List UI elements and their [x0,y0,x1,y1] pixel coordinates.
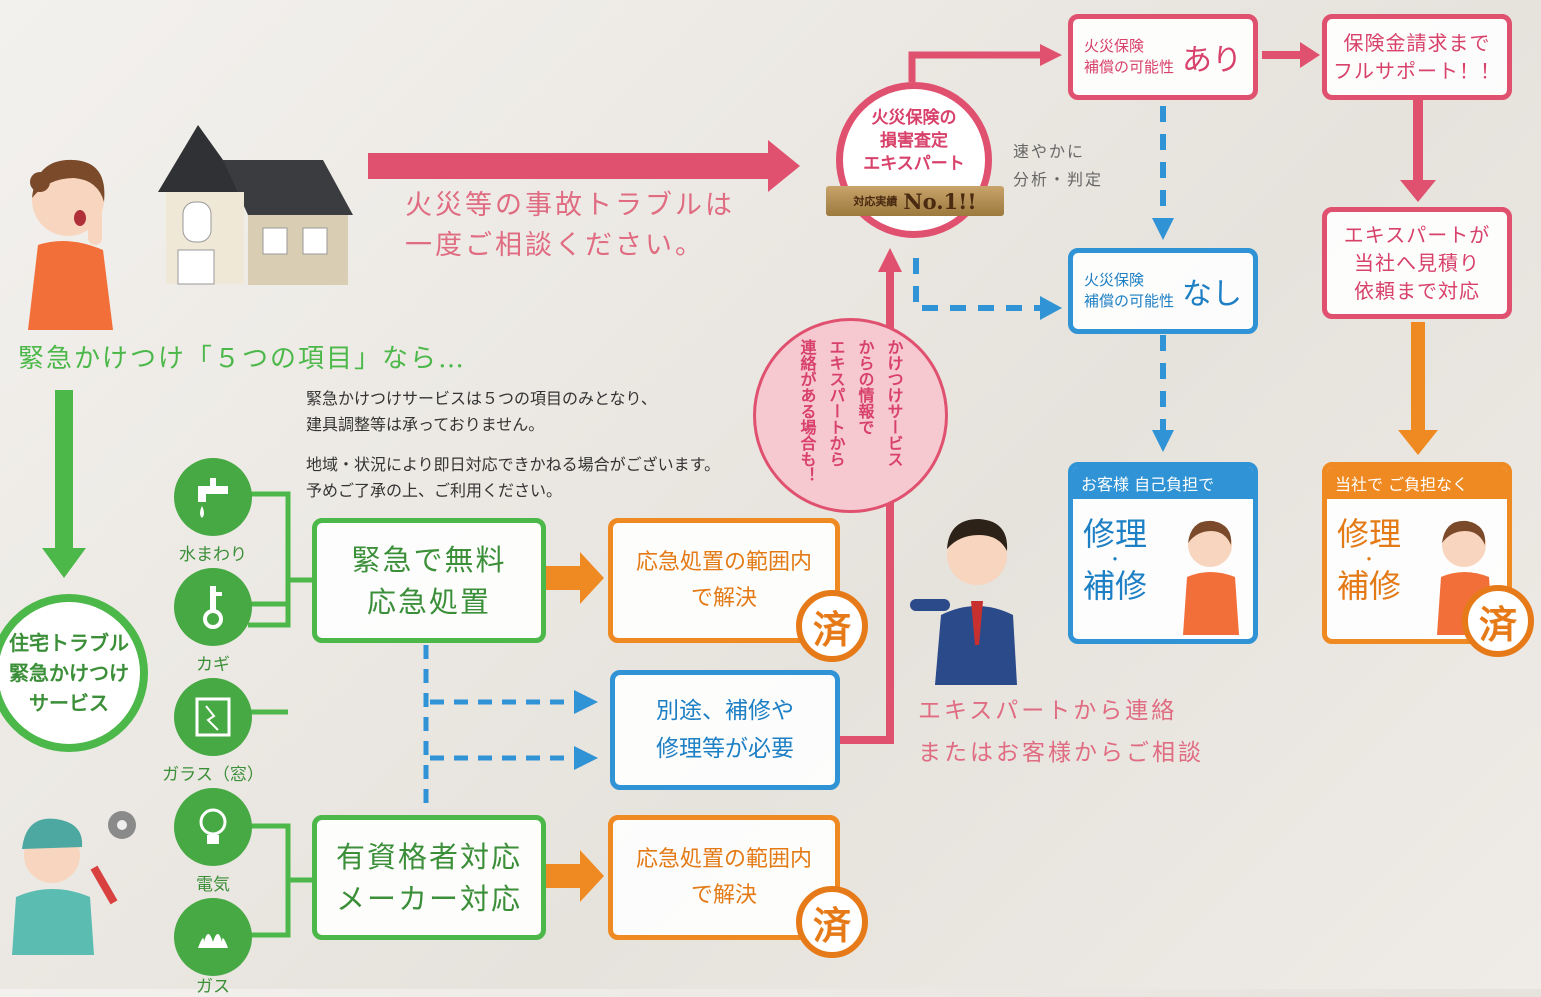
insurance-no-small2: 補償の可能性 [1083,292,1174,310]
headline-line2: 一度ご相談ください。 [405,230,705,261]
resolved-bottom-line1: 応急処置の範囲内 [635,846,812,872]
service-circle-line2: 緊急かけつけ [9,661,129,685]
expert-circle-line2: 損害査定 [880,131,948,151]
faucet-icon [174,458,252,536]
insurance-no-small: 火災保険 補償の可能性 [1084,270,1174,312]
pink-main-arrow-shaft [368,153,768,179]
callout-col1: かけつけサービス [884,339,904,467]
repair-needed-line2: 修理等が必要 [656,736,794,762]
full-support-line2: フルサポート！！ [1333,59,1501,83]
ribbon-small-text: 対応実績 [853,195,898,208]
expert-note-line1: 速やかに [1013,142,1086,161]
service-circle-line3: サービス [29,691,109,715]
customer-pay-body: 修理 ・ 補修 [1083,515,1147,605]
insurance-no-small1: 火災保険 [1083,271,1144,289]
house-illustration [158,125,353,285]
info-callout-bubble: かけつけサービス からの情報で エキスパートから 連絡がある場合も！ [753,318,948,513]
worried-woman-illustration [28,159,113,330]
expert-estimate-line3: 依頼まで対応 [1354,279,1480,303]
resolved-box-bottom: 応急処置の範囲内 で解決 [608,815,840,940]
headline-line1: 火災等の事故トラブルは [405,190,735,221]
pink-arrow-down-estimate [1400,180,1436,202]
repairman-illustration [12,811,136,955]
callout-col2: からの情報で [855,339,875,435]
insurance-yes-small2: 補償の可能性 [1083,58,1174,76]
company-pay-body: 修理 ・ 補修 [1337,515,1401,605]
repair-needed-box: 別途、補修や 修理等が必要 [610,670,840,790]
insurance-possible-yes-box: 火災保険 補償の可能性 あり [1068,14,1258,100]
five-items-title: 緊急かけつけ「５つの項目」なら… [18,344,467,374]
repair-needed-line1: 別途、補修や [656,698,794,724]
emergency-line1: 緊急で無料 [351,542,507,577]
expert-contact-line2: またはお客様からご相談 [918,740,1204,766]
expert-estimate-box: エキスパートが 当社へ見積り 依頼まで対応 [1322,207,1512,319]
businessman-illustration [910,519,1017,685]
callout-col3: エキスパートから [826,339,846,467]
expert-note-line2: 分析・判定 [1013,170,1104,189]
expert-analysis-note: 速やかに 分析・判定 [1013,138,1103,194]
qualified-line2: メーカー対応 [335,881,522,916]
headline: 火災等の事故トラブルは 一度ご相談ください。 [405,186,735,266]
company-pay-line1: 修理 [1337,515,1402,553]
insurance-no-big: なし [1182,277,1242,312]
done-stamp-company: 済 [1462,585,1534,657]
pink-main-arrow-head [768,140,800,192]
item-label-gas: ガス [196,977,230,997]
callout-col4: 連絡がある場合も！ [797,339,817,483]
customer-pay-header: お客様 自己負担で [1073,467,1253,499]
resolved-bottom-line2: で解決 [690,882,757,908]
glass-window-icon [174,678,252,756]
service-circle: 住宅トラブル 緊急かけつけ サービス [0,594,148,752]
expert-estimate-line2: 当社へ見積り [1354,251,1480,275]
item-label-key: カギ [196,655,230,675]
company-pay-dot: ・ [1361,550,1378,569]
item-label-water: 水まわり [179,545,247,565]
no1-ribbon: 対応実績 No.1!! [826,186,1004,216]
company-pay-header: 当社で ご負担なく [1327,467,1507,499]
pink-arrow-up-circle [878,248,902,272]
qualified-support-box: 有資格者対応 メーカー対応 [312,815,546,940]
customer-pay-line2: 補修 [1083,567,1148,605]
gas-flame-icon [174,898,252,976]
worried-woman-small-illustration [1183,520,1239,635]
customer-pays-repair-box: お客様 自己負担で 修理 ・ 補修 [1068,462,1258,644]
pink-connector-yes [908,51,1040,82]
expert-estimate-line1: エキスパートが [1343,223,1491,247]
insurance-yes-big: あり [1182,43,1242,78]
service-circle-line1: 住宅トラブル [9,631,129,655]
qualified-line1: 有資格者対応 [335,839,522,874]
ribbon-big-text: No.1!! [903,188,977,214]
done-stamp-top: 済 [796,590,868,662]
resolved-top-line1: 応急処置の範囲内 [635,549,812,575]
item-label-electric: 電気 [196,875,230,895]
resolved-top-line2: で解決 [690,585,757,611]
note-line3: 地域・状況により即日対応できかねる場合がございます。 [306,455,721,474]
expert-circle-line3: エキスパート [863,154,965,174]
expert-contact-line1: エキスパートから連絡 [918,698,1178,724]
orange-arrow-down [1398,430,1438,455]
full-support-line1: 保険金請求まで [1343,31,1491,55]
full-support-box: 保険金請求まで フルサポート！！ [1322,14,1512,100]
emergency-first-aid-box: 緊急で無料 応急処置 [312,518,546,643]
key-icon [174,568,252,646]
expert-circle-line1: 火災保険の [871,108,957,128]
emergency-line2: 応急処置 [366,584,491,619]
expert-contact-text: エキスパートから連絡 またはお客様からご相談 [918,690,1204,774]
green-arrow-down [42,548,86,578]
insurance-possible-no-box: 火災保険 補償の可能性 なし [1068,248,1258,334]
customer-pay-dot: ・ [1107,550,1124,569]
insurance-yes-small: 火災保険 補償の可能性 [1084,36,1174,78]
note-line2: 建具調整等は承っておりません。 [306,415,545,434]
customer-pay-line1: 修理 [1083,515,1148,553]
insurance-yes-small1: 火災保険 [1083,37,1144,55]
pink-arrow-to-support [1300,42,1320,68]
lightbulb-icon [174,788,252,866]
item-label-glass: ガラス（窓） [162,765,264,785]
service-notes: 緊急かけつけサービスは５つの項目のみとなり、 建具調整等は承っておりません。 地… [306,386,720,504]
company-pay-line2: 補修 [1337,567,1402,605]
done-stamp-bottom: 済 [796,886,868,958]
note-line1: 緊急かけつけサービスは５つの項目のみとなり、 [306,389,657,408]
note-line4: 予めご了承の上、ご利用ください。 [306,481,563,500]
